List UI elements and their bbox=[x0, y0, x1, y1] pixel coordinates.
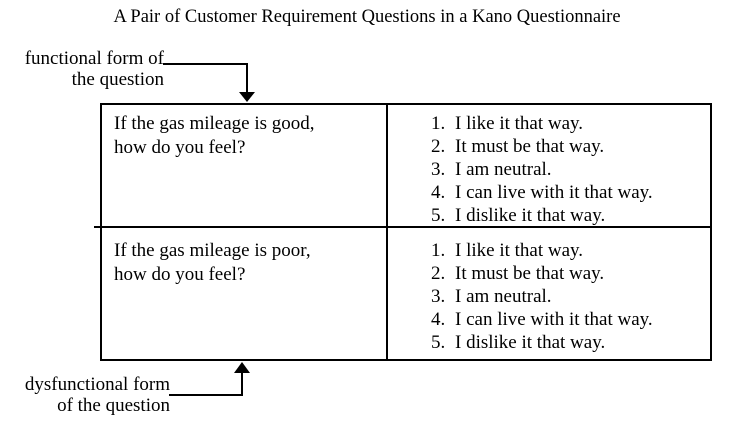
option-number: 1. bbox=[431, 113, 446, 134]
dysfunctional-form-label-line2: of the question bbox=[57, 395, 170, 416]
dysfunctional-form-label: dysfunctional form of the question bbox=[8, 374, 170, 416]
kano-question-table: If the gas mileage is good, how do you f… bbox=[100, 103, 712, 361]
functional-form-label-line1: functional form of bbox=[24, 48, 164, 69]
arrow-down-icon bbox=[239, 92, 255, 102]
question-text-line: If the gas mileage is poor, bbox=[114, 240, 311, 261]
functional-form-label: functional form of the question bbox=[8, 48, 164, 90]
option-text: I am neutral. bbox=[455, 159, 552, 180]
functional-options-cell: 1. I like it that way. 2. It must be tha… bbox=[388, 105, 710, 228]
option-number: 1. bbox=[431, 240, 446, 261]
option-text: It must be that way. bbox=[455, 263, 605, 284]
functional-arrow-vertical-line bbox=[246, 63, 248, 92]
dysfunctional-form-label-line1: dysfunctional form bbox=[24, 374, 170, 395]
option-item: 1. I like it that way. bbox=[431, 239, 710, 262]
figure-title: A Pair of Customer Requirement Questions… bbox=[113, 7, 621, 27]
option-item: 4. I can live with it that way. bbox=[431, 181, 710, 204]
dysfunctional-options-cell: 1. I like it that way. 2. It must be tha… bbox=[388, 228, 710, 359]
dysfunctional-arrow-vertical-line bbox=[241, 373, 243, 396]
option-text: It must be that way. bbox=[455, 136, 605, 157]
functional-form-label-line2: the question bbox=[71, 69, 164, 90]
option-number: 5. bbox=[431, 332, 446, 353]
dysfunctional-arrow-horizontal-line bbox=[169, 394, 243, 396]
option-item: 4. I can live with it that way. bbox=[431, 308, 710, 331]
option-text: I am neutral. bbox=[455, 286, 552, 307]
question-text-line: how do you feel? bbox=[114, 264, 246, 285]
option-number: 3. bbox=[431, 286, 446, 307]
question-text-line: If the gas mileage is good, bbox=[114, 113, 315, 134]
option-text: I like it that way. bbox=[455, 240, 584, 261]
option-text: I can live with it that way. bbox=[455, 182, 653, 203]
option-number: 3. bbox=[431, 159, 446, 180]
arrow-up-icon bbox=[234, 362, 250, 373]
option-number: 5. bbox=[431, 205, 446, 226]
option-text: I dislike it that way. bbox=[455, 205, 606, 226]
option-item: 3. I am neutral. bbox=[431, 158, 710, 181]
option-item: 2. It must be that way. bbox=[431, 135, 710, 158]
option-number: 4. bbox=[431, 309, 446, 330]
option-text: I dislike it that way. bbox=[455, 332, 606, 353]
option-text: I can live with it that way. bbox=[455, 309, 653, 330]
option-item: 1. I like it that way. bbox=[431, 112, 710, 135]
option-item: 2. It must be that way. bbox=[431, 262, 710, 285]
option-number: 2. bbox=[431, 263, 446, 284]
option-number: 4. bbox=[431, 182, 446, 203]
option-item: 3. I am neutral. bbox=[431, 285, 710, 308]
dysfunctional-question-cell: If the gas mileage is poor, how do you f… bbox=[102, 228, 388, 359]
functional-question-cell: If the gas mileage is good, how do you f… bbox=[102, 105, 388, 228]
row-divider-tick bbox=[94, 226, 102, 228]
option-text: I like it that way. bbox=[455, 113, 584, 134]
functional-arrow-horizontal-line bbox=[163, 63, 248, 65]
question-text-line: how do you feel? bbox=[114, 137, 246, 158]
option-item: 5. I dislike it that way. bbox=[431, 204, 710, 226]
option-item: 5. I dislike it that way. bbox=[431, 331, 710, 354]
option-number: 2. bbox=[431, 136, 446, 157]
